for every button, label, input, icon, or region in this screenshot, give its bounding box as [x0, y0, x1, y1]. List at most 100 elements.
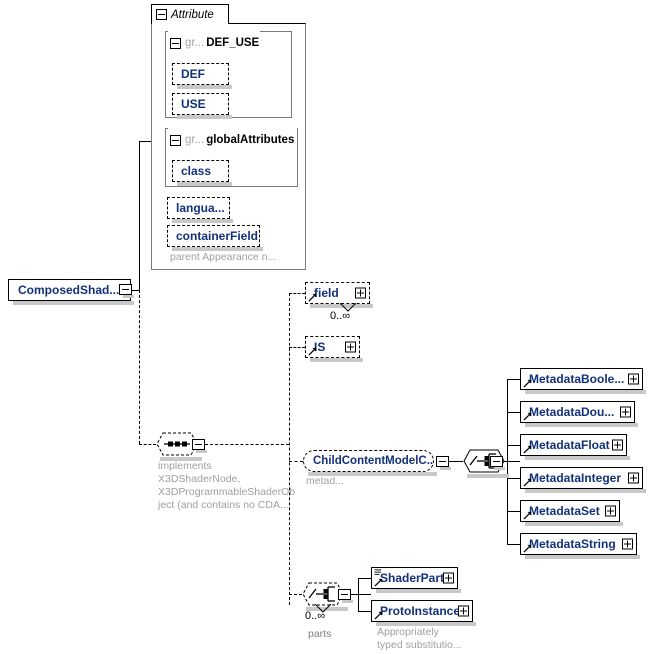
root-element-label: ComposedShad... — [18, 283, 120, 297]
element-node-field-expand-icon[interactable] — [355, 287, 366, 299]
group-def-use-header-seam — [168, 30, 260, 33]
node-shadow — [177, 85, 232, 89]
node-shadow — [177, 182, 232, 186]
element-node-metadata-double-expand-icon[interactable] — [620, 406, 631, 418]
connector-to-implements — [139, 444, 156, 445]
node-shadow — [310, 304, 373, 308]
childcontentmodel-annotation: metad... — [306, 475, 344, 487]
connector-trunk-attribute — [139, 141, 140, 291]
element-node-shaderpart-expand-icon[interactable] — [443, 572, 454, 584]
node-shadow — [310, 358, 363, 362]
element-node-is-label: IS — [314, 340, 326, 354]
group-def-use-header[interactable]: gr... DEF_USE — [170, 35, 259, 51]
element-node-metadata-set[interactable]: MetadataSet — [520, 500, 623, 526]
attribute-node-def[interactable]: DEF — [172, 63, 232, 89]
attribute-node-class-label: class — [181, 164, 212, 178]
element-node-shaderpart[interactable]: ShaderPart — [371, 567, 461, 593]
element-node-metadata-boolean[interactable]: MetadataBoole... — [520, 368, 646, 394]
node-shadow — [525, 456, 630, 460]
connector-metadata-4 — [507, 478, 520, 479]
parts-repeat-marker — [315, 604, 331, 613]
element-node-metadata-float-expand-icon[interactable] — [612, 439, 623, 451]
connector-parts-protoinstance — [358, 611, 371, 612]
connector-metadata-6 — [507, 544, 520, 545]
element-node-metadata-float[interactable]: MetadataFloat — [520, 434, 630, 460]
element-node-childcontentmodel[interactable]: ChildContentModelC... — [303, 450, 437, 476]
node-shadow — [525, 522, 623, 526]
group-global-attributes-collapse-icon[interactable] — [170, 134, 181, 146]
toggle-shadow — [440, 467, 451, 470]
choice-compositor-metadata-collapse-icon[interactable] — [490, 456, 505, 470]
implements-annotation: implements X3DShaderNode, X3DProgrammabl… — [158, 460, 296, 511]
connector-metadata-3 — [507, 445, 520, 446]
node-shadow — [376, 622, 476, 626]
choice-compositor-metadata[interactable] — [463, 449, 509, 478]
attribute-node-language[interactable]: langua... — [167, 197, 233, 223]
element-node-childcontentmodel-label: ChildContentModelC... — [313, 455, 433, 467]
attribute-annotation: parent Appearance n... — [170, 251, 277, 263]
connector-content-spine — [289, 293, 290, 605]
content-lines-icon — [374, 569, 382, 575]
sequence-icon — [156, 432, 198, 456]
root-element-collapse-icon[interactable] — [119, 284, 134, 298]
attribute-collapse-icon[interactable] — [156, 9, 167, 20]
group-def-use-collapse-icon[interactable] — [170, 37, 181, 49]
element-node-metadata-double[interactable]: MetadataDou... — [520, 401, 638, 427]
choice-compositor-parts-collapse-icon[interactable] — [338, 589, 353, 603]
attribute-node-use[interactable]: USE — [172, 93, 232, 119]
element-node-metadata-string-label: MetadataString — [529, 537, 616, 551]
sequence-compositor-implements[interactable] — [156, 432, 202, 461]
element-node-metadata-boolean-label: MetadataBoole... — [529, 372, 625, 386]
group-global-attributes-header-seam — [168, 127, 297, 130]
element-node-metadata-integer[interactable]: MetadataInteger — [520, 467, 646, 493]
node-shadow — [376, 589, 461, 593]
connector-trunk-content — [139, 290, 140, 444]
choice-compositor-parts[interactable] — [302, 582, 348, 611]
childcontentmodel-collapse-icon[interactable] — [436, 456, 451, 470]
parts-occurrence: 0..∞ — [305, 610, 326, 622]
element-node-field[interactable]: field — [305, 282, 373, 308]
node-shadow — [13, 301, 134, 305]
element-node-metadata-set-expand-icon[interactable] — [605, 505, 616, 517]
element-node-metadata-boolean-expand-icon[interactable] — [628, 373, 639, 385]
attribute-tab[interactable]: Attribute — [151, 4, 229, 24]
connector-to-childcontentmodel — [289, 461, 303, 462]
node-shadow — [525, 489, 646, 493]
field-repeat-marker — [340, 303, 356, 312]
connector-metadata-bus — [507, 379, 508, 544]
node-shadow — [308, 472, 437, 476]
choice-icon — [302, 582, 344, 606]
parts-occurrence-label: parts — [308, 628, 332, 640]
connector-to-field — [289, 293, 305, 294]
element-node-is[interactable]: IS — [305, 336, 363, 362]
element-node-protoinstance-expand-icon[interactable] — [458, 605, 469, 617]
attribute-node-class[interactable]: class — [172, 160, 232, 186]
element-node-protoinstance-label: ProtoInstance — [380, 604, 461, 618]
root-element-composedshader[interactable]: ComposedShad... — [8, 279, 134, 305]
node-shadow — [172, 247, 263, 251]
connector-choice-out — [500, 461, 520, 462]
connector-ccm-to-choice — [449, 461, 463, 462]
connector-parts-out — [351, 594, 371, 595]
element-node-metadata-string-expand-icon[interactable] — [622, 538, 633, 550]
element-node-protoinstance[interactable]: ProtoInstance — [371, 600, 476, 626]
sequence-compositor-collapse-icon[interactable] — [192, 439, 207, 453]
element-node-metadata-integer-expand-icon[interactable] — [628, 472, 639, 484]
element-node-field-label: field — [314, 286, 339, 300]
connector-parts-shaderpart — [358, 578, 371, 579]
attribute-node-language-label: langua... — [176, 201, 225, 215]
connector-metadata-1 — [507, 379, 520, 380]
group-global-attributes-prefix: gr... — [185, 134, 205, 146]
attribute-tab-label: Attribute — [171, 8, 214, 21]
field-occurrence: 0..∞ — [330, 310, 351, 322]
connector-to-parts — [289, 594, 302, 595]
group-def-use-prefix: gr... — [185, 37, 205, 49]
group-global-attributes-header[interactable]: gr... globalAttributes — [170, 132, 294, 148]
toggle-shadow — [123, 295, 134, 298]
connector-parts-bus — [358, 578, 359, 612]
element-node-metadata-string[interactable]: MetadataString — [520, 533, 640, 559]
connector-sequence-out — [205, 444, 289, 445]
connector-metadata-5 — [507, 511, 520, 512]
attribute-node-containerfield[interactable]: containerField — [167, 225, 263, 251]
element-node-is-expand-icon[interactable] — [345, 341, 356, 353]
